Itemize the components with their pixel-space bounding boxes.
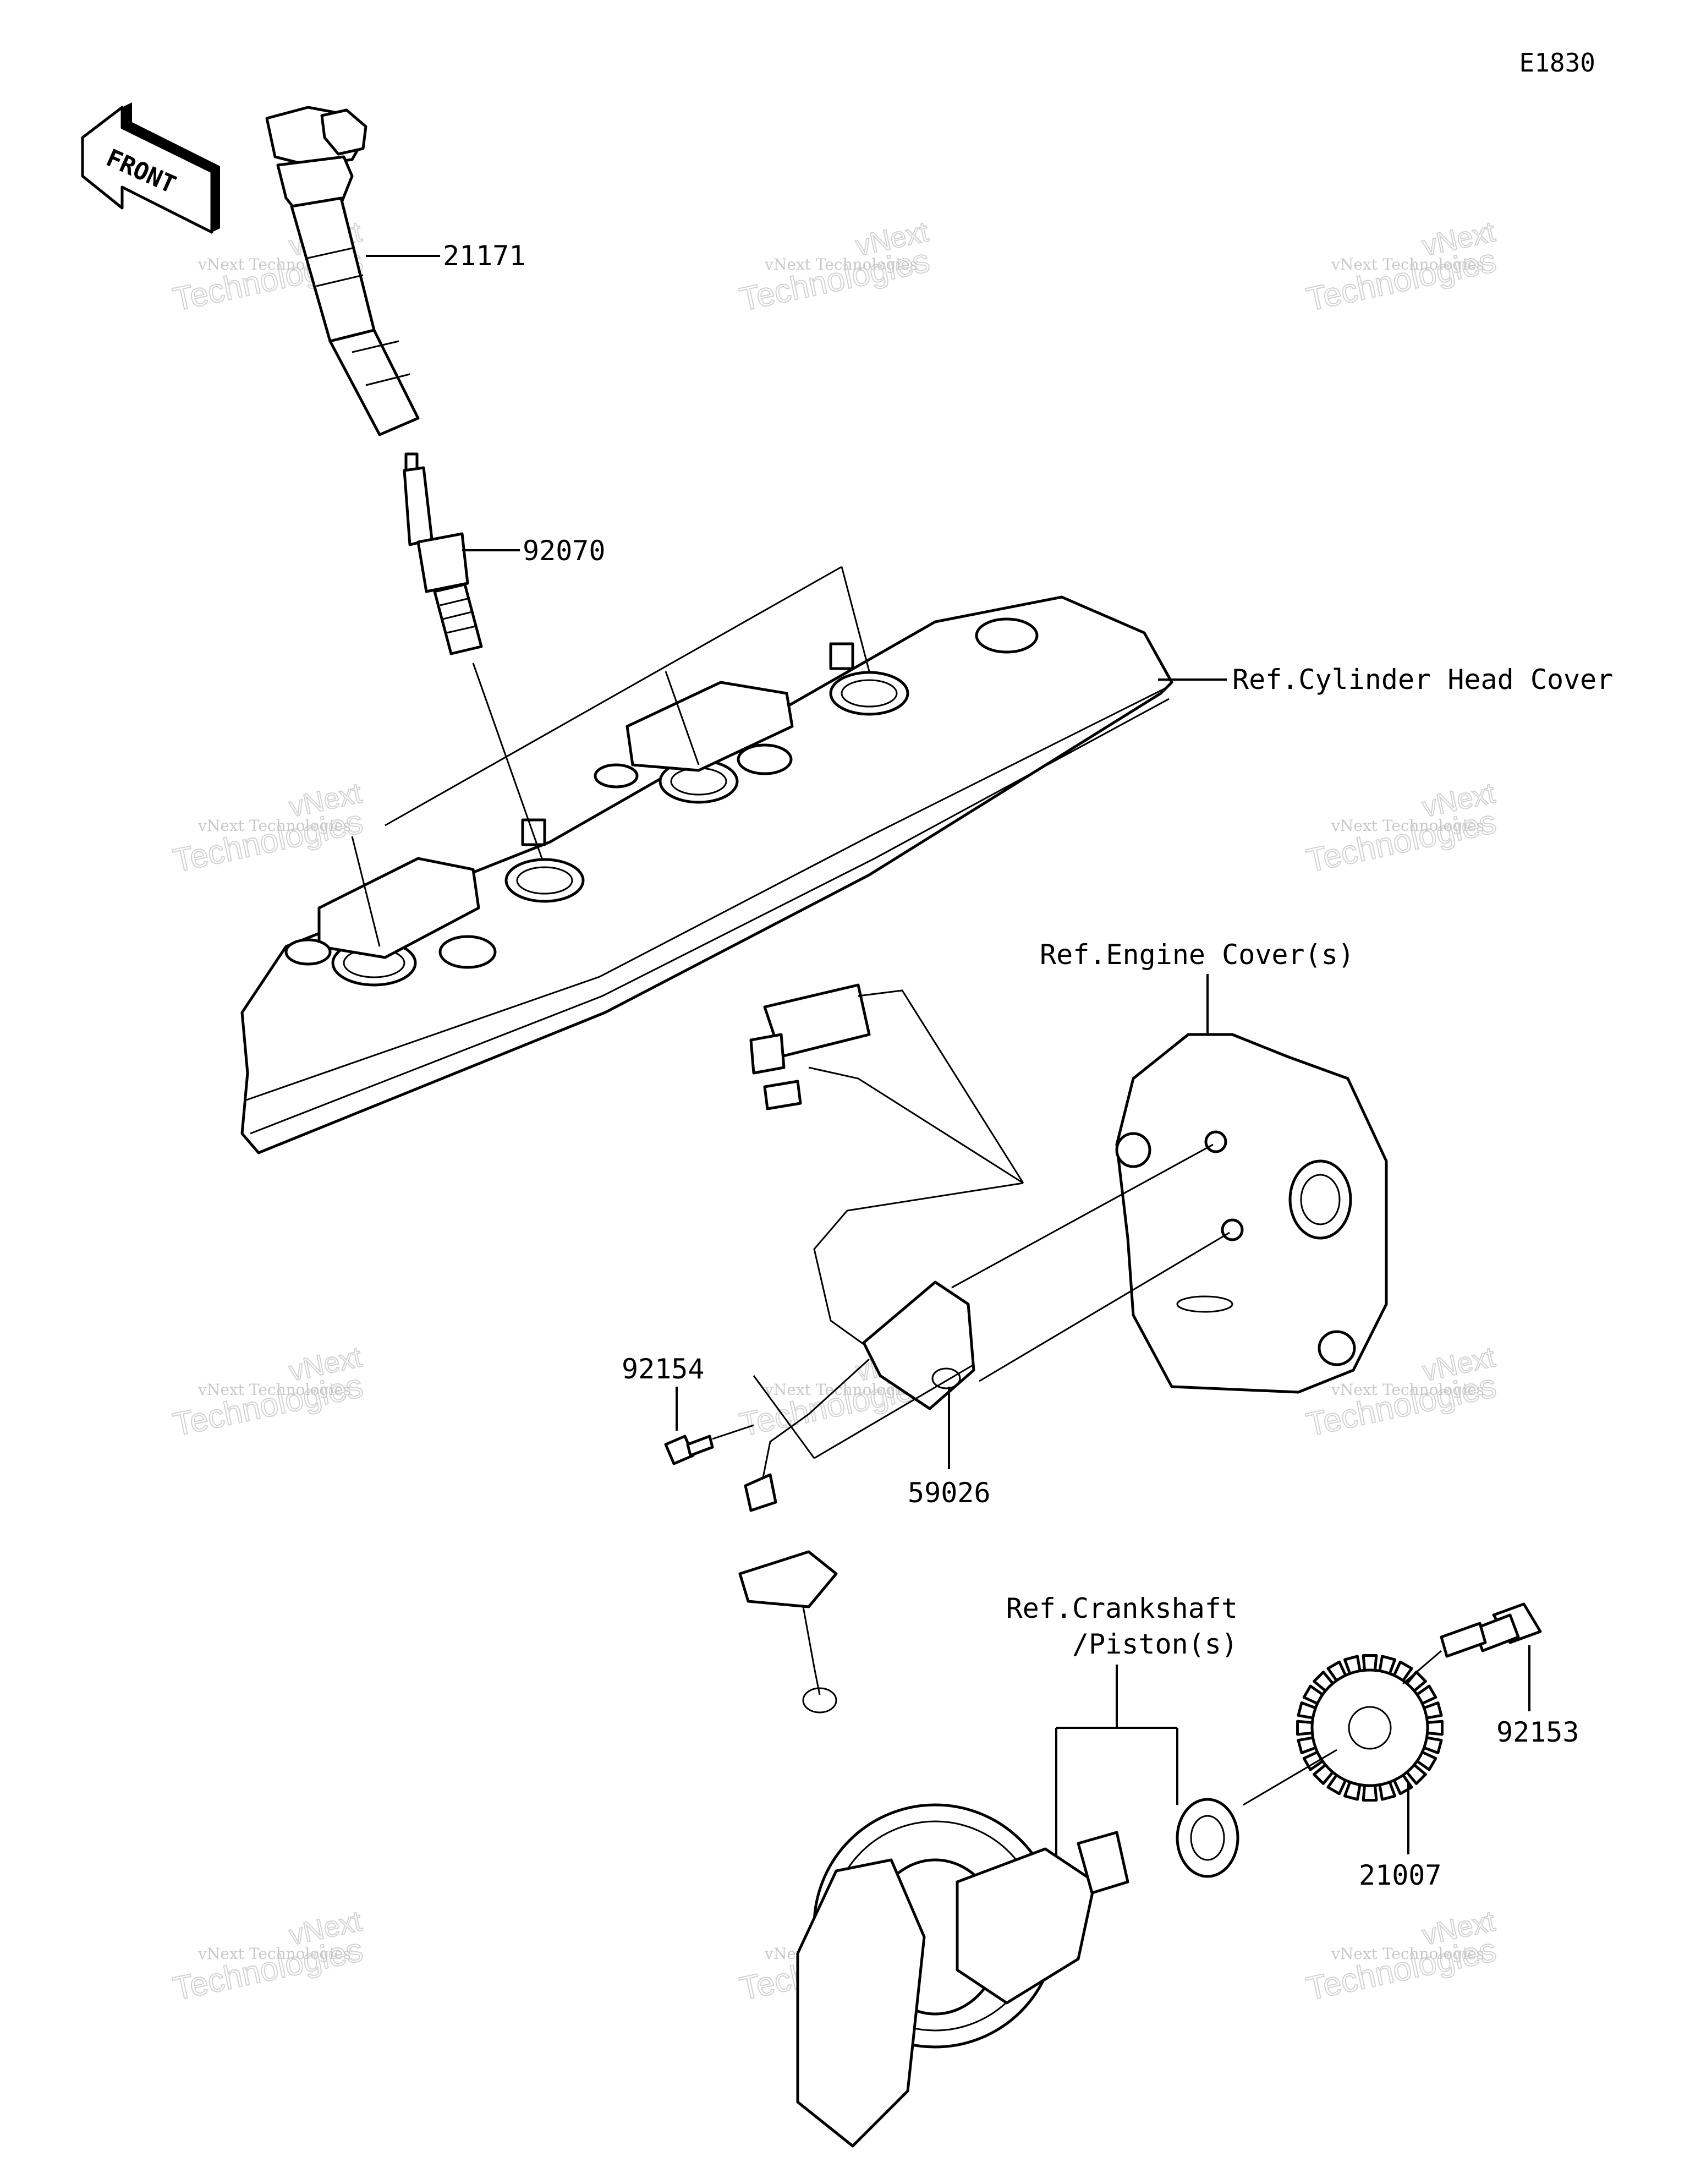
front-arrow-icon: FRONT (81, 102, 220, 234)
watermark-text: Technologies (1303, 1931, 1500, 2007)
watermark-text: Technologies (170, 803, 366, 879)
engine-cover-ref: Ref.Engine Cover(s) (1040, 939, 1354, 971)
ignition-coil-part-number: 21171 (443, 240, 526, 272)
watermark-text: vNext Technologies (197, 817, 351, 835)
watermark-text: Technologies (1303, 242, 1500, 318)
timing-rotor (1243, 1654, 1444, 1854)
watermark-text: vNext Technologies (764, 255, 918, 273)
watermark-text: Technologies (737, 242, 933, 318)
cylinder-head-cover-ref: Ref.Cylinder Head Cover (1232, 664, 1613, 696)
watermark-text: vNext Technologies (1331, 255, 1484, 273)
diagram-code: E1830 (1519, 48, 1595, 78)
watermark-text: vNext Technologies (1331, 1381, 1484, 1399)
bolt-92153 (1402, 1602, 1542, 1711)
pickup-coil-part-number: 59026 (908, 1477, 991, 1509)
crankshaft-ref-line2: /Piston(s) (1072, 1628, 1238, 1660)
crankshaft-ref-line1: Ref.Crankshaft (1006, 1592, 1238, 1624)
bolt-92154-part-number: 92154 (622, 1353, 705, 1385)
timing-rotor-part-number: 21007 (1359, 1859, 1442, 1891)
watermark-text: vNext Technologies (1331, 1945, 1484, 1963)
watermark-text: Technologies (170, 1931, 366, 2007)
ignition-coil (265, 106, 440, 436)
bolt-92153-part-number: 92153 (1496, 1716, 1579, 1748)
watermark-text: vNext Technologies (197, 1381, 351, 1399)
watermark-text: Technologies (170, 1367, 366, 1443)
engine-cover (951, 974, 1388, 1394)
crankshaft-assembly (796, 1665, 1239, 2148)
watermark-text: vNext Technologies (1331, 817, 1484, 835)
bolt-92154 (664, 1387, 754, 1465)
spark-plug-part-number: 92070 (523, 535, 606, 567)
watermark-text: vNext Technologies (197, 1945, 351, 1963)
watermark-text: Technologies (1303, 803, 1500, 879)
cylinder-head-cover (240, 566, 1227, 1154)
spark-plug (403, 452, 520, 655)
pickup-coil (738, 983, 1024, 1714)
